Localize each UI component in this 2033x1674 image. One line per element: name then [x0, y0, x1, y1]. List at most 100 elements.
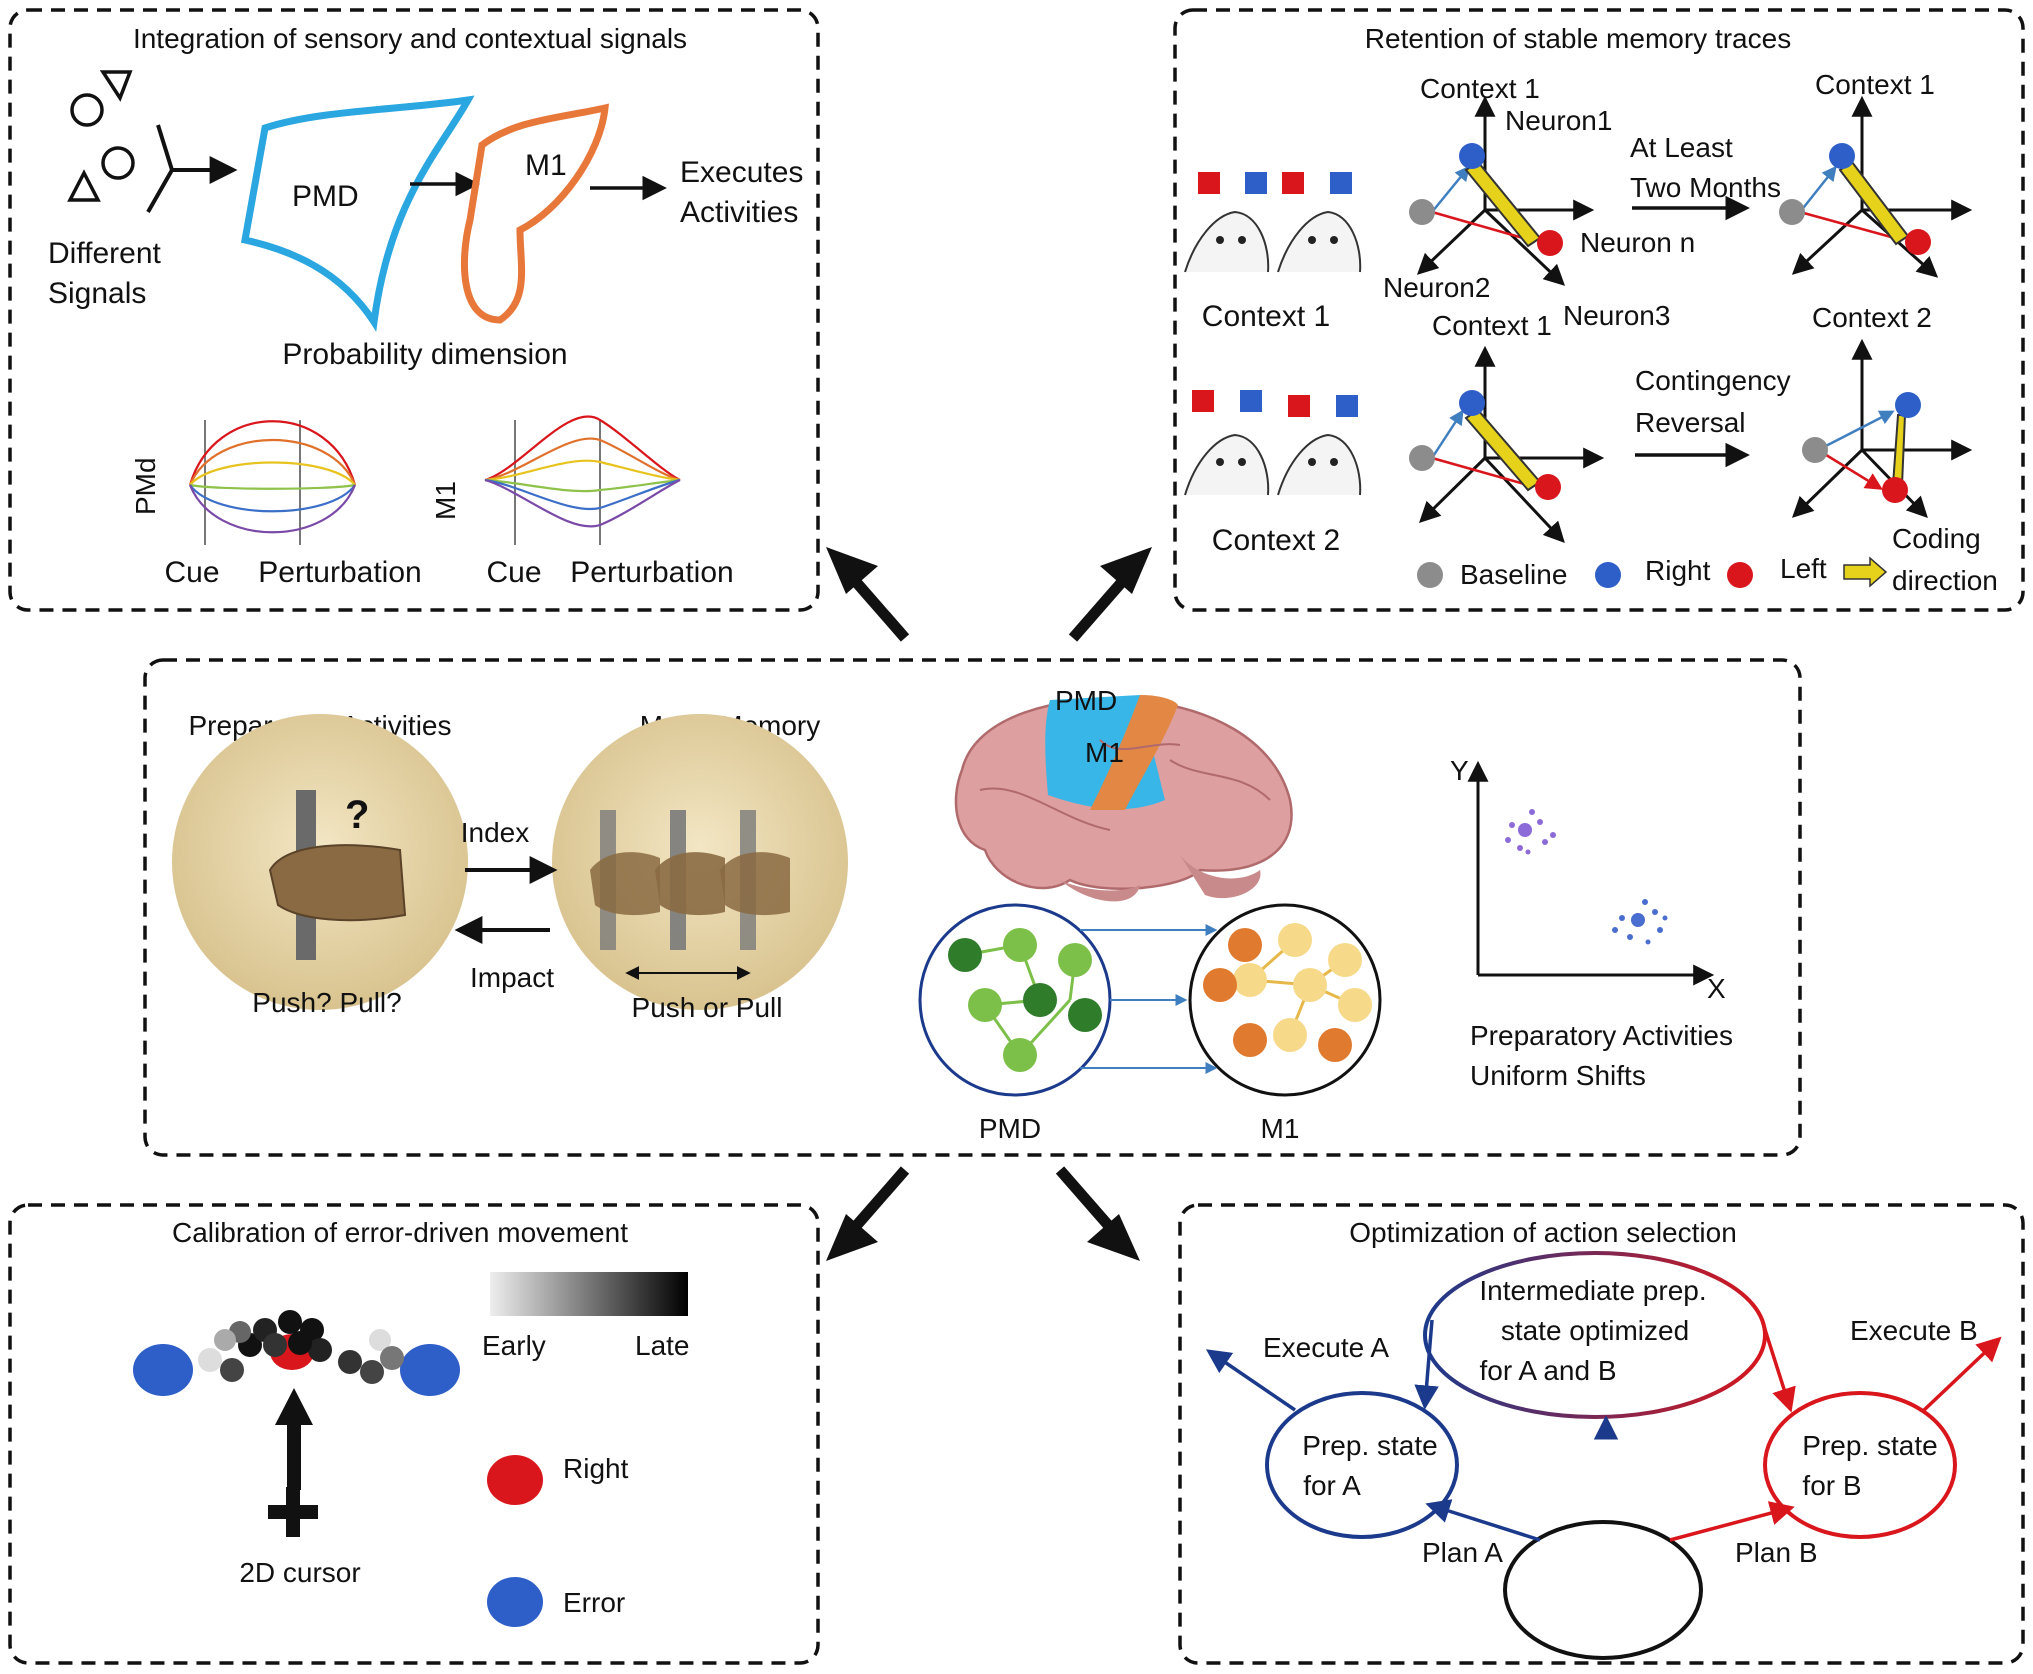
brain-pmd-label: PMD [1055, 685, 1117, 716]
baseline-dot-2 [1779, 199, 1805, 225]
neuron2-label: Neuron2 [1383, 272, 1490, 303]
mouse-context2-icon [1184, 390, 1362, 496]
uniform-shift-label-2: Uniform Shifts [1470, 1060, 1646, 1091]
executes-label-1: Executes [680, 156, 803, 189]
plan-b-arrow [1669, 1501, 1795, 1542]
execute-a-label: Execute A [1263, 1332, 1389, 1363]
legend-right-label: Right [1645, 555, 1711, 586]
start-state-node [1503, 1520, 1703, 1660]
axis1-context-label: Context 1 [1420, 73, 1540, 104]
axis2-context-label: Context 1 [1815, 69, 1935, 100]
prep-a-label-1: Prep. state [1302, 1430, 1437, 1461]
intermediate-label-1: Intermediate prep. [1479, 1275, 1706, 1306]
right-dot-1 [1459, 143, 1485, 169]
uniform-shift-label-1: Preparatory Activities [1470, 1020, 1733, 1051]
legend-coding-arrow-icon [1843, 556, 1888, 588]
pmd-activity-plot: PMd [130, 420, 357, 545]
signals-label-1: Different [48, 237, 162, 270]
contingency-label: Contingency [1635, 365, 1791, 396]
pmd-region-shape [240, 95, 475, 332]
prep-b-label-1: Prep. state [1802, 1430, 1937, 1461]
legend-coding-label-1: Coding [1892, 523, 1981, 554]
motor-memory-hand-illustration: Push or Pull [552, 714, 848, 1023]
prep-a-label-2: for A [1303, 1470, 1361, 1501]
prep-b-label-2: for B [1802, 1470, 1861, 1501]
axis-y-label: Y [1450, 755, 1469, 786]
neural-space-axes-4 [1791, 338, 1973, 519]
mouse-context1-label: Context 1 [1202, 300, 1330, 333]
panel-retention-border [1173, 8, 2025, 612]
panel-calibration-border [8, 1203, 820, 1665]
calib-error-label: Error [563, 1587, 625, 1618]
calib-right-label: Right [563, 1453, 629, 1484]
integration-title: Integration of sensory and contextual si… [133, 23, 687, 54]
m1-region-shape [460, 103, 609, 324]
neuron1-label: Neuron1 [1505, 105, 1612, 136]
m1-region-label: M1 [525, 149, 567, 182]
cursor-label: 2D cursor [239, 1557, 360, 1588]
perturbation-label-1: Perturbation [258, 556, 421, 589]
pmd-region-label: PMD [292, 180, 359, 213]
error-cluster [133, 1310, 460, 1396]
early-label: Early [482, 1330, 546, 1361]
optimization-title: Optimization of action selection [1349, 1217, 1737, 1248]
neural-space-axes-1 [1416, 95, 1595, 286]
signal-fork-icon [146, 124, 238, 213]
push-pull-question: Push? Pull? [252, 987, 401, 1018]
panel-optimization-border [1178, 1203, 2025, 1665]
uniform-shift-plot [1467, 760, 1715, 986]
signals-label-2: Signals [48, 277, 146, 310]
executes-label-2: Activities [680, 196, 798, 229]
left-dot-1 [1537, 230, 1563, 256]
baseline-dot-1 [1409, 199, 1435, 225]
axis4-context-label: Context 2 [1812, 302, 1932, 333]
intermediate-label-2: state optimized [1501, 1315, 1689, 1346]
late-label: Late [635, 1330, 690, 1361]
perturbation-label-2: Perturbation [570, 556, 733, 589]
pmd-to-m1-connections [1080, 924, 1218, 1074]
baseline-dot-4 [1802, 437, 1828, 463]
impact-label: Impact [470, 962, 554, 993]
reversal-label: Reversal [1635, 407, 1745, 438]
mouse-context2-label: Context 2 [1212, 524, 1340, 557]
m1-activity-plot: M1 [430, 415, 681, 545]
legend-right-dot [1595, 562, 1621, 588]
left-dot-4 [1882, 477, 1908, 503]
intermediate-to-b-arrow [1760, 1319, 1796, 1413]
execute-a-arrow [1205, 1349, 1296, 1412]
at-least-label: At Least [1630, 132, 1733, 163]
pmd-network [918, 903, 1112, 1097]
axis-x-label: X [1707, 973, 1726, 1004]
plan-b-label: Plan B [1735, 1537, 1818, 1568]
brain-illustration [954, 695, 1293, 902]
brain-m1-label: M1 [1085, 737, 1124, 768]
prep-state-b-node [1763, 1391, 1957, 1539]
legend-left-dot [1727, 562, 1753, 588]
left-dot-3 [1535, 474, 1561, 500]
index-label: Index [461, 817, 530, 848]
execute-b-label: Execute B [1850, 1315, 1978, 1346]
neuronn-label: Neuron n [1580, 227, 1695, 258]
right-dot-4 [1895, 392, 1921, 418]
legend-right-marker [487, 1455, 543, 1505]
prep-state-a-node [1265, 1391, 1459, 1539]
legend-baseline-label: Baseline [1460, 559, 1567, 590]
intermediate-to-a-arrow [1414, 1319, 1439, 1410]
early-late-gradient-bar [490, 1272, 688, 1316]
question-mark: ? [345, 793, 369, 837]
calibration-title: Calibration of error-driven movement [172, 1217, 628, 1248]
cue-label-2: Cue [486, 556, 541, 589]
probability-label: Probability dimension [282, 338, 567, 371]
baseline-dot-3 [1409, 445, 1435, 471]
neural-space-axes-2 [1791, 95, 1973, 278]
pmd-plot-label: PMd [130, 457, 161, 515]
push-or-pull-label: Push or Pull [632, 992, 783, 1023]
neuron3-label: Neuron3 [1563, 300, 1670, 331]
signal-shapes-icon [67, 70, 135, 202]
panel-integration-border [8, 8, 820, 612]
preparatory-hand-illustration: ? Push? Pull? [172, 714, 468, 1018]
left-dot-2 [1905, 229, 1931, 255]
plan-a-label: Plan A [1422, 1537, 1503, 1568]
legend-error-marker [487, 1577, 543, 1627]
